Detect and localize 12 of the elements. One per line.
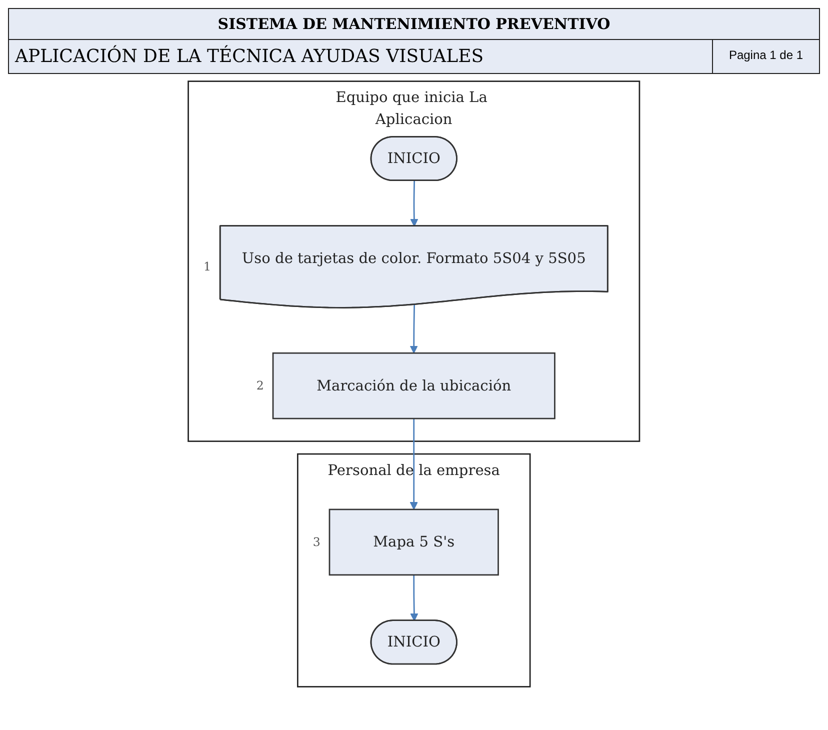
title: SISTEMA DE MANTENIMIENTO PREVENTIVO bbox=[9, 9, 819, 40]
step-number: 2 bbox=[256, 378, 264, 392]
arrow bbox=[410, 304, 418, 354]
arrow bbox=[410, 180, 418, 227]
arrow bbox=[410, 418, 418, 510]
step-number: 1 bbox=[204, 259, 212, 274]
arrow bbox=[410, 574, 418, 622]
node-box: Mapa 5 S's bbox=[328, 508, 500, 576]
subtitle: APLICACIÓN DE LA TÉCNICA AYUDAS VISUALES bbox=[9, 40, 713, 73]
step-number: 3 bbox=[313, 534, 321, 549]
page-number: Pagina 1 de 1 bbox=[728, 47, 804, 64]
node-box: Marcación de la ubicación bbox=[272, 352, 556, 420]
